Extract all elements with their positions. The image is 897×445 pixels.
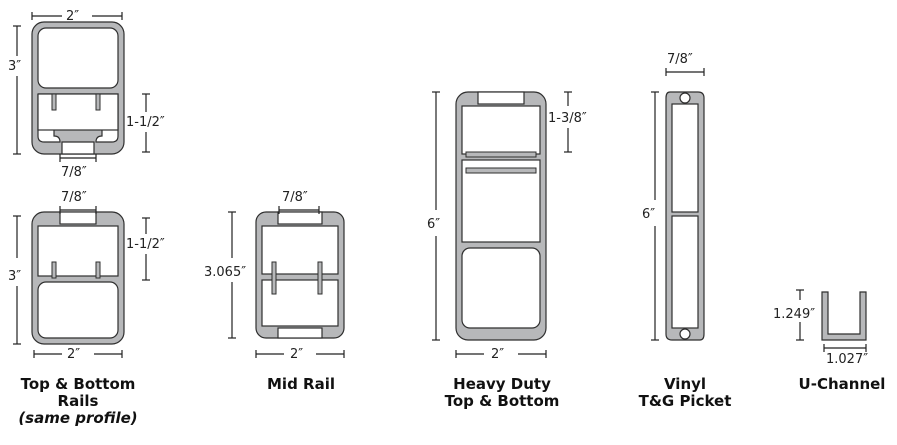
dim-heavy-width: [455, 350, 547, 358]
lower-height-label: 3″: [8, 269, 21, 284]
u-channel-profile: [821, 291, 867, 341]
caption-picket-line1: Vinyl: [663, 375, 707, 393]
dim-heavy-chamber: [564, 91, 572, 153]
caption-picket-line2: T&G Picket: [638, 392, 732, 410]
caption-heavy-duty-line2: Top & Bottom: [444, 392, 560, 410]
dim-picket-width: [665, 68, 705, 76]
dim-upper-width: [31, 12, 123, 20]
picket-height-label: 6″: [642, 207, 655, 222]
dim-u-height: [796, 289, 804, 341]
top-bottom-rail-profile-lower: [31, 211, 125, 345]
lower-gap-label: 7/8″: [61, 190, 87, 205]
upper-height-label: 3″: [8, 59, 21, 74]
u-width-label: 1.027″: [826, 352, 868, 367]
caption-top-bottom-line3: (same profile): [18, 409, 138, 427]
heavy-chamber-label: 1-3/8″: [548, 111, 587, 126]
caption-u-channel: U-Channel: [798, 375, 886, 393]
mid-height-label: 3.065″: [204, 265, 246, 280]
dim-u-width: [823, 344, 867, 352]
upper-width-label: 2″: [66, 9, 79, 24]
caption-heavy-duty-line1: Heavy Duty: [453, 375, 551, 393]
caption-heavy-duty: Heavy Duty Top & Bottom: [432, 376, 572, 410]
mid-width-label: 2″: [290, 347, 303, 362]
dim-heavy-height: [432, 91, 440, 341]
upper-gap-label: 7/8″: [61, 165, 87, 180]
dim-picket-height: [651, 91, 659, 341]
caption-top-bottom-rails: Top & Bottom Rails (same profile): [4, 376, 152, 427]
dim-mid-height: [228, 211, 236, 339]
dim-upper-gap: [59, 154, 97, 162]
dim-lower-width: [33, 350, 123, 358]
heavy-duty-profile: [455, 91, 547, 341]
caption-mid-rail: Mid Rail: [267, 375, 335, 393]
picket-width-label: 7/8″: [667, 52, 693, 67]
dim-lower-chamber: [142, 217, 150, 281]
dim-mid-gap: [278, 206, 320, 214]
caption-top-bottom-line1: Top & Bottom: [20, 375, 136, 393]
lower-chamber-label: 1-1/2″: [126, 237, 165, 252]
caption-top-bottom-line2: Rails: [57, 392, 99, 410]
dim-lower-gap: [59, 206, 97, 214]
lower-width-label: 2″: [67, 347, 80, 362]
dim-upper-height: [13, 25, 21, 155]
heavy-height-label: 6″: [427, 217, 440, 232]
upper-chamber-label: 1-1/2″: [126, 115, 165, 130]
top-bottom-rail-profile-upper: [31, 21, 125, 155]
mid-gap-label: 7/8″: [282, 190, 308, 205]
dim-mid-width: [255, 350, 345, 358]
caption-picket: Vinyl T&G Picket: [630, 376, 740, 410]
dim-lower-height: [13, 215, 21, 345]
dim-upper-chamber: [142, 93, 150, 153]
mid-rail-profile: [255, 211, 345, 339]
u-height-label: 1.249″: [773, 307, 815, 322]
picket-profile: [665, 91, 705, 341]
heavy-width-label: 2″: [491, 347, 504, 362]
